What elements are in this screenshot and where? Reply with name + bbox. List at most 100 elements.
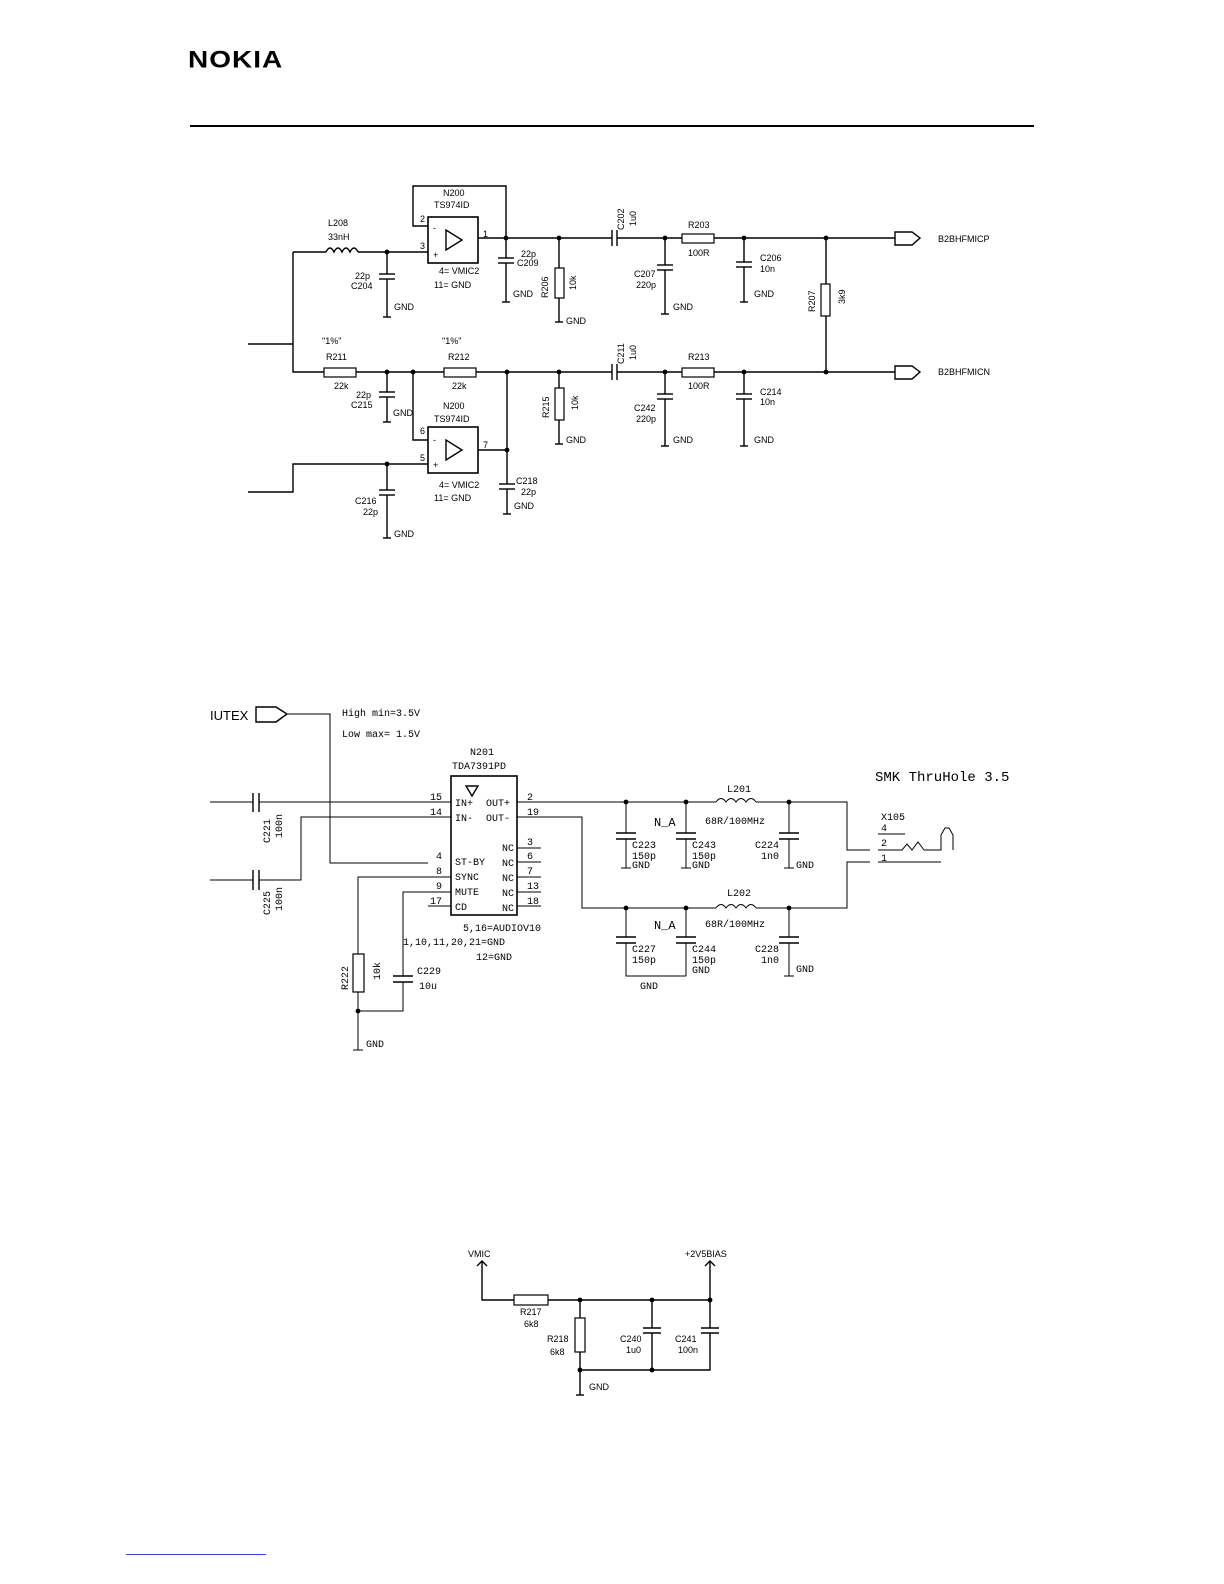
0-name-text: OUT+	[486, 799, 510, 810]
diagram2-c244-val-text: 150p	[692, 956, 716, 967]
diagram1-r211-text: R211	[326, 352, 347, 362]
diagram1-pin2-text: 2	[420, 214, 425, 224]
diagram2-c243-val-text: 150p	[692, 852, 716, 863]
connector-title: SMK ThruHole 3.5	[875, 770, 1009, 786]
label-2v5bias: +2V5BIAS	[685, 1249, 727, 1259]
diagram2-supply1-text: 5,16=AUDIOV10	[463, 924, 541, 935]
diagram3-r217-text: R217	[520, 1307, 542, 1317]
ic-N201	[450, 775, 518, 916]
diagram1-r203-text: R203	[688, 220, 710, 230]
5-num-text: 17	[430, 897, 442, 908]
part-N200-top: TS974ID	[434, 200, 470, 210]
diagram2-note-high-text: High min=3.5V	[342, 708, 420, 720]
diagram3-c240-val-text: 1u0	[626, 1345, 641, 1355]
4-name-text: MUTE	[455, 888, 479, 899]
diagram1-r211-val-text: 22k	[334, 381, 349, 391]
diagram1-pin1-text: 1	[483, 229, 488, 239]
5-name-text: NC	[502, 889, 514, 900]
diagram1-c242-val-text: 220p	[636, 414, 656, 424]
diagram1-net-p-text: B2BHFMICP	[938, 234, 990, 244]
diagram1-pin-plus-text: +	[433, 460, 438, 470]
audio-jack	[924, 827, 954, 851]
diagram1-c214-text: C214	[760, 387, 782, 397]
diagram3-gnd-text: GND	[589, 1382, 610, 1392]
2-num-text: 4	[436, 852, 442, 863]
diagram1-gnd-text: GND	[673, 302, 694, 312]
diagram1-supply-b1-text: 4= VMIC2	[439, 480, 479, 490]
3-name-text: SYNC	[455, 873, 479, 884]
ic-right-pins: 2 OUT+ 19 OUT- 3 NC 6 NC 7 NC 13 NC 18 N…	[486, 793, 539, 915]
diagram2-c227-text: C227	[632, 945, 656, 956]
diagram2-c223-text: C223	[632, 841, 656, 852]
diagram2-x105-text: X105	[881, 813, 905, 824]
diagram1-r206-val-text: 10k	[568, 275, 578, 290]
label-C204: C204	[351, 281, 373, 291]
1-name-text: IN-	[455, 814, 473, 825]
diagram1-pin5-text: 5	[420, 453, 425, 463]
resistor-R213	[681, 367, 715, 378]
label-vmic: VMIC	[468, 1249, 491, 1259]
diagram2-n201-part-text: TDA7391PD	[452, 762, 506, 773]
diagram2-n201-text: N201	[470, 748, 494, 759]
ic-left-pins: 15 IN+ 14 IN- 4 ST-BY 8 SYNC 9 MUTE 17 C…	[430, 793, 485, 914]
diagram2-na-text: N_A	[654, 816, 676, 830]
0-name-text: IN+	[455, 799, 473, 810]
diagram2-x105-pin2-text: 2	[881, 839, 887, 850]
diagram2-c225-val-text: 100n	[275, 887, 286, 911]
value-L208: 33nH	[328, 232, 350, 242]
4-num-text: 7	[527, 867, 533, 878]
diagram3-c241-val-text: 100n	[678, 1345, 698, 1355]
5-name-text: CD	[455, 903, 467, 914]
bias-circuit: VMIC R217 6k8 R218 6k8 GND C240 1u0 +2V5…	[468, 1249, 727, 1396]
diagram1-c202-text: C202	[616, 208, 626, 230]
3-num-text: 6	[527, 852, 533, 863]
diagram2-l202-text: L202	[727, 889, 751, 900]
diagram1-r213-text: R213	[688, 352, 710, 362]
4-name-text: NC	[502, 874, 514, 885]
diagram1-c216-text: C216	[355, 496, 377, 506]
diagram1-r203-val-text: 100R	[688, 248, 710, 258]
diagram2-gnd-text: GND	[366, 1040, 384, 1051]
diagram1-gnd-text: GND	[393, 408, 414, 418]
diagram1-c202-val-text: 1u0	[628, 211, 638, 226]
diagram2-l202-val-text: 68R/100MHz	[705, 919, 765, 931]
resistor-R217	[513, 1294, 549, 1306]
diagram1-c214-val-text: 10n	[760, 397, 775, 407]
resistor-R211	[323, 367, 357, 378]
diagram1-supply-a1-text: 4= VMIC2	[439, 266, 479, 276]
diagram1-gnd-text: GND	[513, 289, 534, 299]
diagram1-gnd-text: GND	[566, 435, 587, 445]
diagram1-n200b-part-text: TS974ID	[434, 414, 470, 424]
diagram2-c223-val-text: 150p	[632, 852, 656, 863]
diagram2-na-text: N_A	[654, 919, 676, 933]
diagram2-x105-pin4-text: 4	[881, 824, 887, 835]
diagram1-supply-a2-text: 11= GND	[434, 280, 472, 290]
diagram2-c228-text: C228	[755, 945, 779, 956]
diagram1-gnd-text: GND	[566, 316, 587, 326]
diagram1-r212-val-text: 22k	[452, 381, 467, 391]
diagram3-c241-text: C241	[675, 1334, 697, 1344]
2-name-text: ST-BY	[455, 858, 485, 869]
diagram1-c207-text: C207	[634, 269, 656, 279]
diagram1-gnd-text: GND	[673, 435, 694, 445]
diagram2-gnd-text: GND	[640, 982, 658, 993]
diagram3-r217-val-text: 6k8	[524, 1319, 539, 1329]
diagram1-c207-val-text: 220p	[636, 280, 656, 290]
diagram1-pin-minus-text: -	[433, 435, 436, 445]
diagram2-c229-val-text: 10u	[419, 982, 437, 993]
label-L208: L208	[328, 218, 348, 228]
resistor-R218	[574, 1317, 586, 1353]
diagram1-r213-val-text: 100R	[688, 381, 710, 391]
diagram2-c244-text: C244	[692, 945, 716, 956]
inductor-L202	[715, 904, 757, 909]
diagram2-gnd-text: GND	[796, 965, 814, 976]
resistor-R212	[443, 367, 477, 378]
diagram1-pin-plus-text: +	[433, 250, 438, 260]
inductor-L201	[715, 798, 757, 803]
audio-amp-circuit: IUTEX High min=3.5V Low max= 1.5V N201 T…	[210, 706, 1009, 1051]
diagram3-c240-text: C240	[620, 1334, 642, 1344]
port-mutex	[255, 706, 289, 723]
diagram1-c209-val-text: 22p	[521, 249, 536, 259]
diagram2-c221-text: C221	[263, 819, 274, 843]
diagram1-supply-b2-text: 11= GND	[434, 493, 472, 503]
